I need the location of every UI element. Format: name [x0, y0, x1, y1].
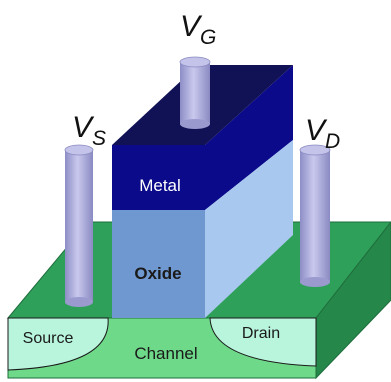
source-voltage-sub: S [92, 127, 106, 150]
source-label: Source [23, 330, 74, 347]
metal-label: Metal [139, 176, 181, 195]
gate-contact [179, 56, 211, 129]
drain-label: Drain [242, 325, 280, 342]
drain-contact [299, 144, 331, 287]
oxide-front-face [112, 210, 205, 318]
drain-voltage-label: VD [305, 114, 340, 153]
drain-region [209, 317, 317, 367]
metal-front-face [112, 145, 205, 210]
drain-voltage-main: V [305, 114, 328, 147]
gate-stack [112, 65, 293, 318]
oxide-label: Oxide [134, 264, 181, 283]
channel-label: Channel [134, 344, 197, 363]
gate-voltage-main: V [180, 10, 203, 43]
source-contact [64, 144, 94, 307]
source-voltage-label: VS [72, 111, 106, 150]
source-voltage-main: V [72, 111, 95, 144]
drain-voltage-sub: D [325, 130, 340, 153]
metal-side-face [205, 65, 293, 210]
source-region [7, 317, 109, 371]
gate-voltage-label: VG [180, 10, 216, 49]
oxide-side-face [205, 140, 293, 318]
gate-voltage-sub: G [200, 26, 216, 49]
